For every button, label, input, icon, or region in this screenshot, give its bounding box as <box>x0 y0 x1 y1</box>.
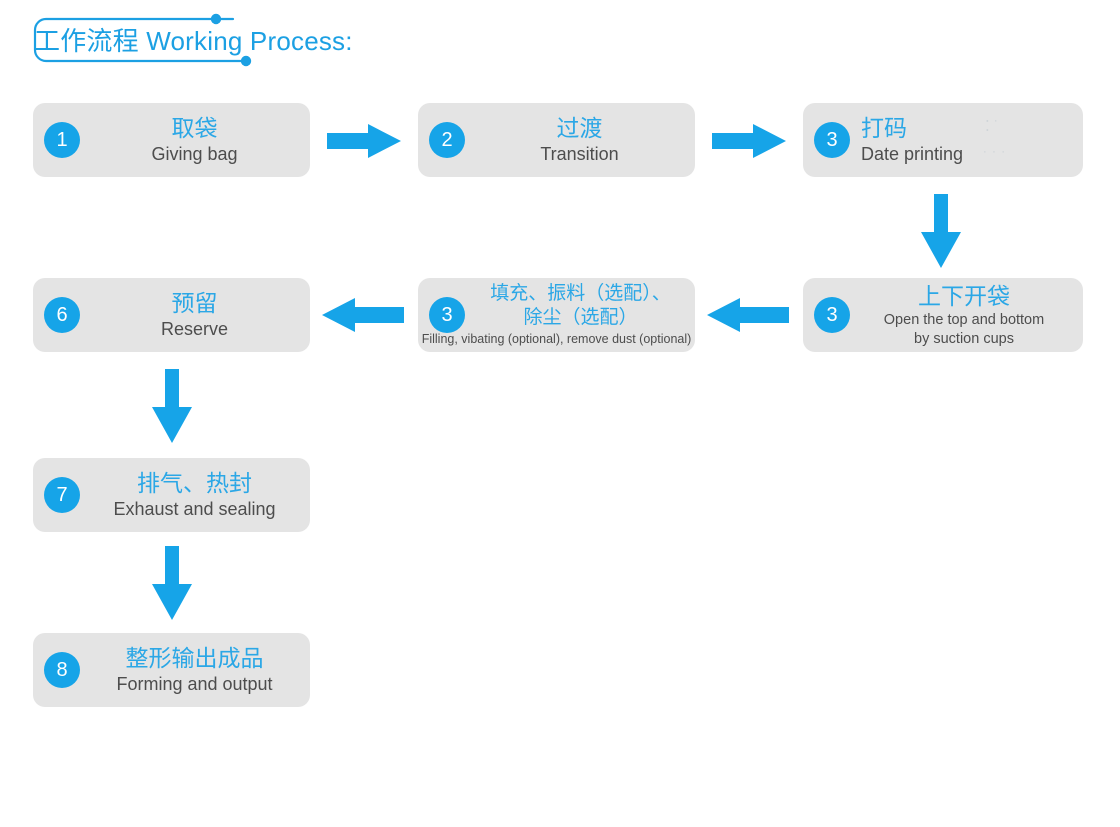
step-label-cn: 取袋 <box>171 115 218 142</box>
step-label-cn: 预留 <box>171 290 218 317</box>
page-title: 工作流程 Working Process: <box>34 25 353 56</box>
step-label-cn-line2: 除尘（选配） <box>523 307 638 329</box>
step-label-en: Forming and output <box>116 674 273 695</box>
faint-artifact: ⁚ ˙ <box>985 118 999 135</box>
arrow-step7-to-step8 <box>152 546 192 620</box>
arrow-step5-to-step6 <box>322 298 404 332</box>
step-label-en: Exhaust and sealing <box>113 499 276 520</box>
step-label-cn: 上下开袋 <box>918 282 1010 309</box>
step-number-badge: 7 <box>44 477 80 513</box>
step-number-badge: 8 <box>44 652 80 688</box>
faint-artifact: ˙ ˙ ˙ <box>983 149 1007 166</box>
step-label-en: Filling, vibating (optional), remove dus… <box>421 331 692 346</box>
step-label-cn-line1: 填充、振料（选配）、 <box>490 283 671 305</box>
step-filling[interactable]: 3 填充、振料（选配）、 除尘（选配） Filling, vibating (o… <box>418 278 695 352</box>
step-number-badge: 2 <box>429 122 465 158</box>
step-label-en-line2: by suction cups <box>914 330 1014 347</box>
step-number-badge: 6 <box>44 297 80 333</box>
step-label-cn: 打码 <box>861 115 907 142</box>
arrow-step3-to-step4 <box>921 194 961 268</box>
step-giving-bag[interactable]: 1 取袋 Giving bag <box>33 103 310 177</box>
arrow-step2-to-step3 <box>712 124 786 158</box>
page-title-block: 工作流程 Working Process: <box>18 8 408 72</box>
step-label-en-line1: Open the top and bottom <box>883 311 1045 328</box>
step-transition[interactable]: 2 过渡 Transition <box>418 103 695 177</box>
step-label-cn: 过渡 <box>556 115 603 142</box>
step-exhaust-sealing[interactable]: 7 排气、热封 Exhaust and sealing <box>33 458 310 532</box>
step-label-en: Date printing <box>861 144 964 165</box>
step-number-badge: 1 <box>44 122 80 158</box>
step-reserve[interactable]: 6 预留 Reserve <box>33 278 310 352</box>
arrow-step1-to-step2 <box>327 124 401 158</box>
arrow-step6-to-step7 <box>152 369 192 443</box>
step-label-cn: 整形输出成品 <box>125 645 264 672</box>
step-open-bag[interactable]: 3 上下开袋 Open the top and bottom by suctio… <box>803 278 1083 352</box>
arrow-step4-to-step5 <box>707 298 789 332</box>
step-number-badge: 3 <box>814 122 850 158</box>
step-label-en: Reserve <box>160 319 229 340</box>
step-date-printing[interactable]: 3 打码 Date printing ⁚ ˙ ˙ ˙ ˙ <box>803 103 1083 177</box>
step-forming-output[interactable]: 8 整形输出成品 Forming and output <box>33 633 310 707</box>
step-number-badge: 3 <box>429 297 465 333</box>
step-label-en: Transition <box>540 144 619 165</box>
step-label-cn: 排气、热封 <box>137 470 252 497</box>
step-number-badge: 3 <box>814 297 850 333</box>
step-label-en: Giving bag <box>151 144 238 165</box>
